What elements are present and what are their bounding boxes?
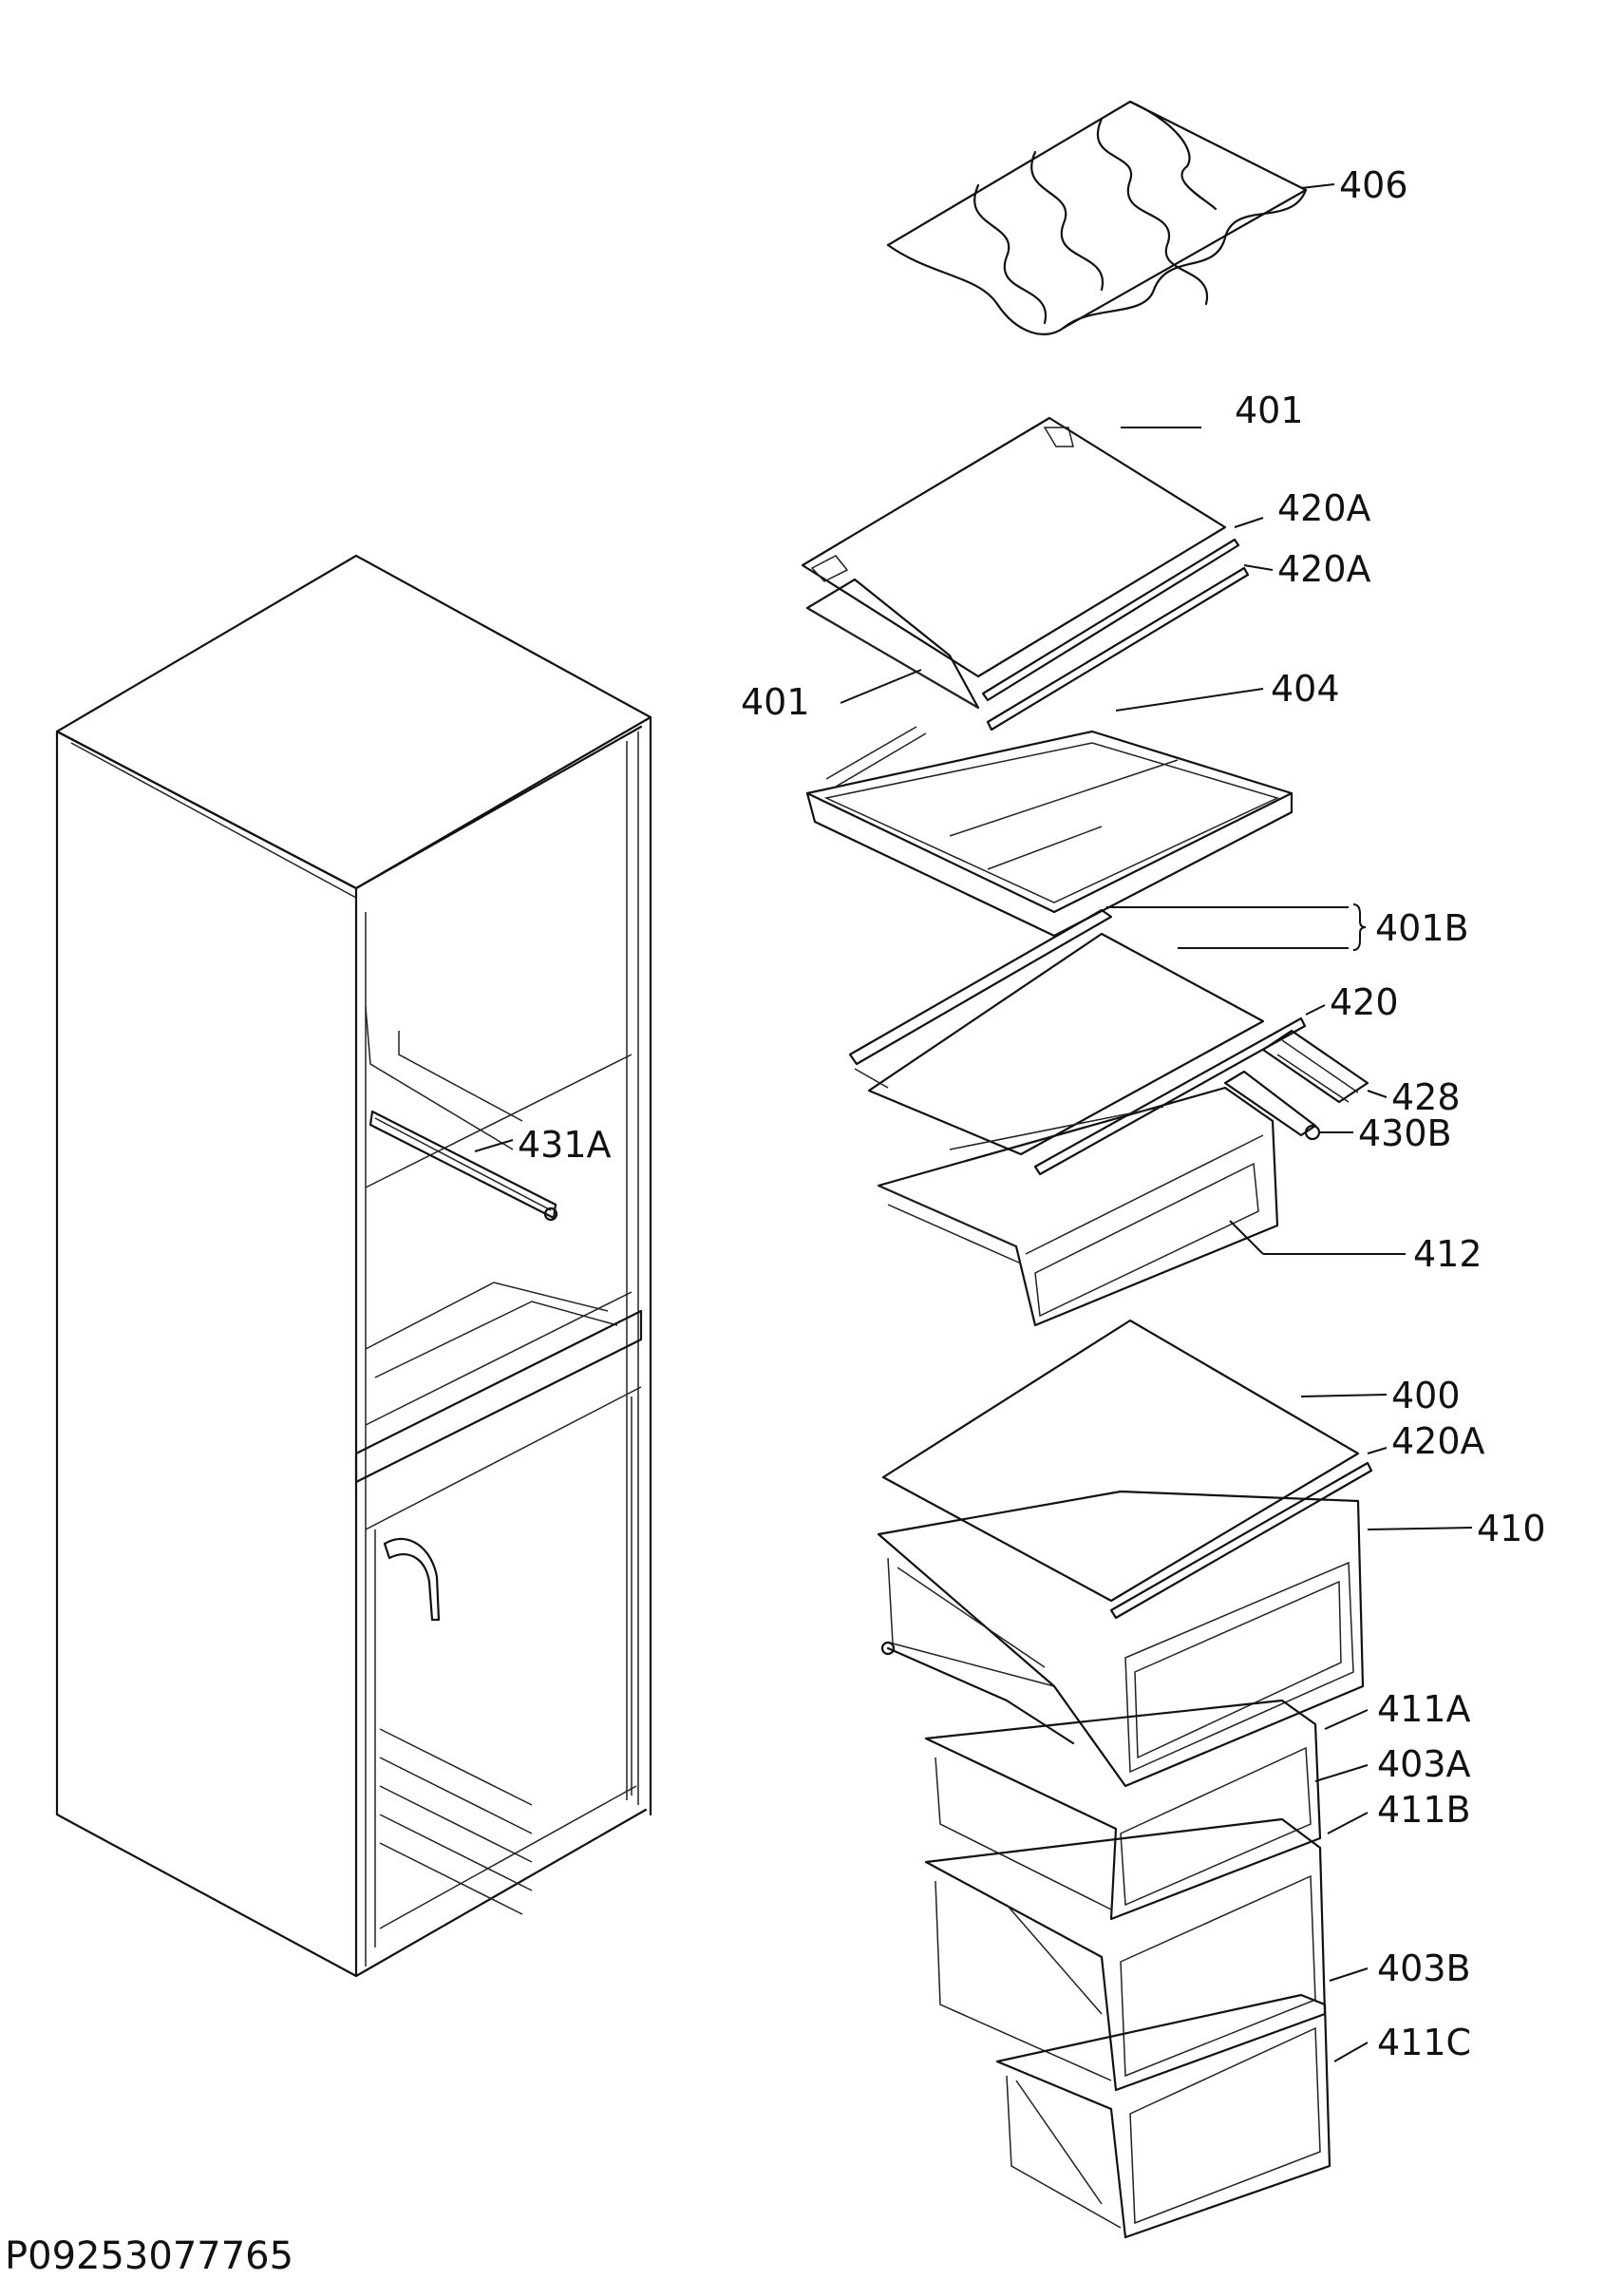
drawer-412 (877, 1086, 1279, 1327)
trim-strip-420A-lower (1109, 1461, 1373, 1620)
label-412: 412 (1413, 1233, 1482, 1275)
glass-shelf-401-top (801, 416, 1227, 678)
trim-strip-420 (1033, 1016, 1307, 1176)
glass-shelf-400 (881, 1319, 1360, 1603)
label-430B: 430B (1358, 1112, 1452, 1154)
label-420: 420 (1330, 981, 1399, 1023)
label-404: 404 (1271, 668, 1340, 710)
label-428: 428 (1391, 1076, 1461, 1118)
label-403A: 403A (1377, 1743, 1471, 1785)
label-401-mid: 401 (741, 681, 810, 723)
glass-shelf-401-mid (805, 578, 980, 710)
drawer-411C (995, 1993, 1331, 2239)
label-420A-1: 420A (1277, 487, 1371, 529)
label-411A: 411A (1377, 1688, 1471, 1730)
fridge-cabinet (55, 554, 652, 1978)
trim-strip-420A-upper (981, 538, 1250, 732)
drawer-411A (924, 1699, 1322, 1921)
label-401-top: 401 (1235, 390, 1304, 431)
label-400: 400 (1391, 1375, 1461, 1416)
label-420A-3: 420A (1391, 1420, 1485, 1462)
rail-431A (368, 1110, 558, 1222)
shelf-404 (805, 726, 1294, 938)
label-431A: 431A (518, 1124, 612, 1166)
leader-lines (474, 183, 1473, 2062)
document-code: P09253077765 (5, 2234, 293, 2278)
label-411C: 411C (1377, 2022, 1471, 2063)
label-403B: 403B (1377, 1948, 1471, 1989)
label-401B: 401B (1375, 907, 1469, 949)
part-labels: 406 401 420A 420A 401 404 401B 420 428 4… (518, 164, 1546, 2063)
runner-430B (1223, 1070, 1321, 1141)
label-410: 410 (1477, 1508, 1546, 1549)
label-420A-2: 420A (1277, 548, 1371, 590)
drawer-410 (877, 1490, 1365, 1788)
bottle-rack-406 (886, 100, 1308, 335)
label-411B: 411B (1377, 1789, 1471, 1831)
glass-shelf-401B (848, 908, 1265, 1156)
runner-428 (1261, 1029, 1369, 1104)
label-406: 406 (1339, 164, 1408, 206)
